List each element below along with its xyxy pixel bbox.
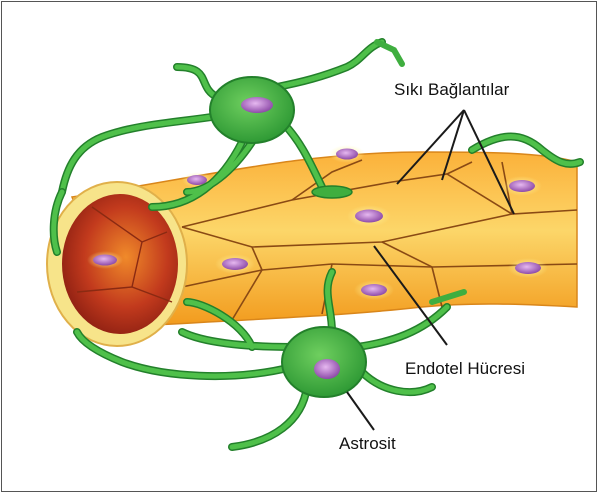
label-astrocyte: Astrosit [339, 434, 396, 453]
label-tight-junctions: Sıkı Bağlantılar [394, 80, 510, 99]
leader-astrocyte [347, 392, 374, 430]
label-endothelial-cell: Endotel Hücresi [405, 359, 525, 378]
